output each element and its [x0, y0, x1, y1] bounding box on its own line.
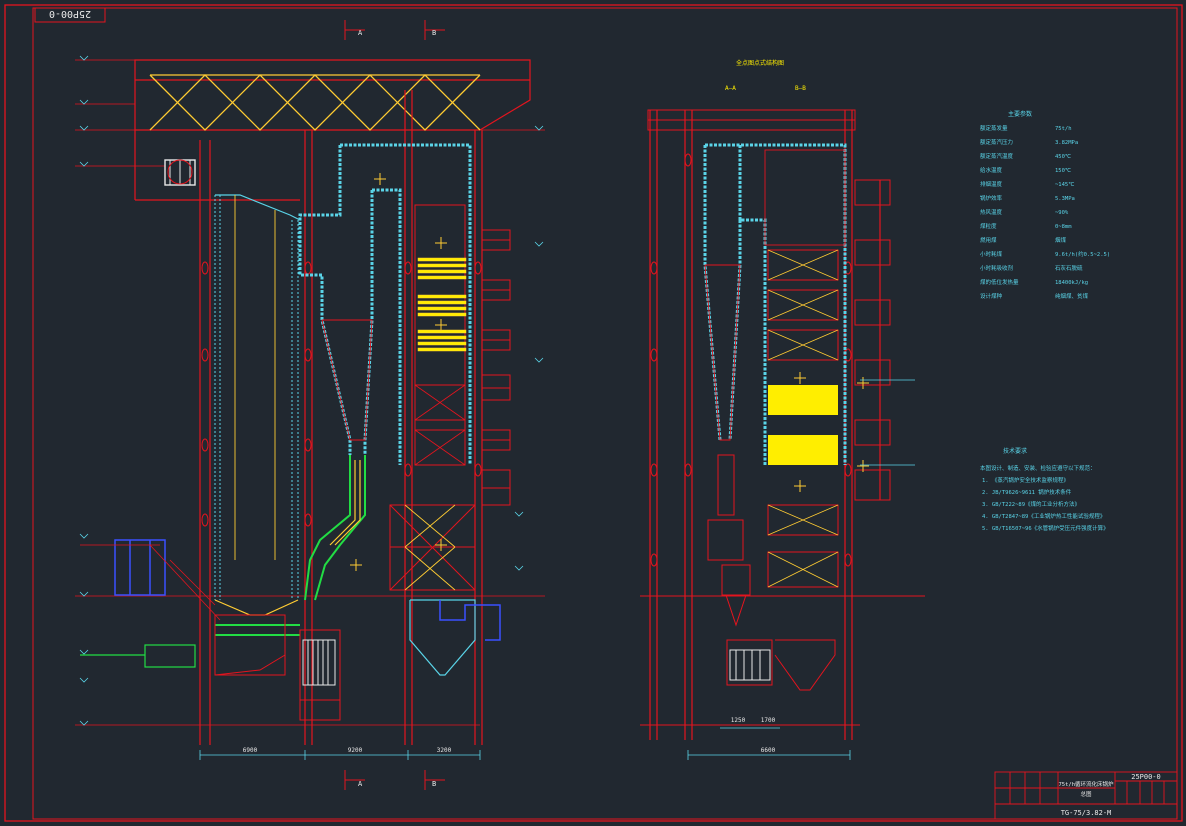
- dim-right-d2: 1700: [761, 717, 776, 724]
- right-view-title: 全点图点式结构图: [736, 59, 784, 67]
- note-item: 5. GB/T16507~96《水管锅炉受压元件强度计算》: [982, 524, 1109, 532]
- left-elevation-view: 6900 9200 3200 A B A B: [75, 20, 545, 790]
- param-label: 煤的低位发热量: [980, 278, 1019, 286]
- section-mark-b-bottom: B: [432, 780, 436, 788]
- section-mark-a-top: A: [358, 29, 363, 37]
- title-block-number: 25P00-0: [1131, 773, 1161, 781]
- param-label: 给水温度: [980, 166, 1003, 174]
- param-label: 燃用煤: [980, 236, 997, 244]
- right-view-label-b: B—B: [795, 85, 806, 92]
- param-value: 3.82MPa: [1055, 140, 1078, 146]
- param-label: 额定蒸汽压力: [980, 138, 1013, 146]
- param-value: 9.6t/h(约0.5~2.5): [1055, 250, 1110, 258]
- param-value: 150℃: [1055, 168, 1072, 174]
- economizer-block-upper: [768, 385, 838, 415]
- tech-params-block: 主要参数 额定蒸发量 75t/h 额定蒸汽压力 3.82MPa 额定蒸汽温度 450℃ 给水…: [980, 110, 1110, 300]
- drawing-number-box: [34, 7, 106, 23]
- param-value: 纯烟煤、贫煤: [1055, 292, 1089, 300]
- param-value: 石灰石脱硫: [1055, 264, 1083, 272]
- tech-params-title: 主要参数: [1008, 110, 1032, 118]
- param-value: 75t/h: [1055, 126, 1072, 132]
- section-mark-b-top: B: [432, 29, 436, 37]
- outer-frame: [4, 4, 1183, 822]
- note-item: 3. GB/T222~89《煤的工业分析方法》: [982, 500, 1080, 508]
- param-value: 0~8mm: [1055, 224, 1072, 230]
- note-item: 1. 《蒸汽锅炉安全技术监察规程》: [982, 476, 1069, 484]
- notes-block: 技术要求 本图设计、制造、安装、检验应遵守以下规范： 1. 《蒸汽锅炉安全技术监…: [980, 447, 1109, 532]
- param-label: 额定蒸发量: [980, 124, 1008, 132]
- notes-intro: 本图设计、制造、安装、检验应遵守以下规范：: [980, 464, 1096, 472]
- param-label: 热风温度: [980, 208, 1003, 216]
- param-label: 煤粒度: [980, 222, 997, 230]
- param-value: 18400kJ/kg: [1055, 280, 1088, 286]
- param-label: 小时耗煤: [980, 250, 1003, 258]
- note-item: 4. GB/T2847~89《工业锅炉热工性能试验规程》: [982, 512, 1105, 520]
- dim-left: 6900: [243, 747, 258, 754]
- param-value: ~90%: [1055, 210, 1069, 216]
- param-label: 小时耗吸收剂: [980, 264, 1014, 272]
- steam-drum: [164, 159, 196, 186]
- title-block-drawing-title: 75t/h循环流化床锅炉: [1058, 780, 1114, 788]
- title-block-drawing-subtitle: 总图: [1080, 790, 1092, 798]
- note-item: 2. JB/T9626~9611 锅炉技术条件: [982, 488, 1072, 496]
- superheater-coils: [417, 257, 467, 352]
- param-value: 5.3MPa: [1055, 196, 1075, 202]
- dim-right: 3200: [437, 747, 452, 754]
- param-label: 锅炉效率: [980, 194, 1003, 202]
- economizer-block-lower: [768, 435, 838, 465]
- dim-mid: 9200: [348, 747, 363, 754]
- param-value: ~145℃: [1055, 182, 1075, 188]
- dim-right-d1: 1250: [731, 717, 746, 724]
- right-view-label-a: A—A: [725, 85, 736, 92]
- dim-right-width: 6600: [761, 747, 776, 754]
- param-label: 额定蒸汽温度: [980, 152, 1014, 160]
- param-label: 排烟温度: [980, 180, 1003, 188]
- title-block-code: TG-75/3.82-M: [1061, 809, 1112, 817]
- section-mark-a-bottom: A: [358, 780, 363, 788]
- param-value: 450℃: [1055, 154, 1072, 160]
- param-value: 烟煤: [1055, 236, 1067, 244]
- inner-frame: [32, 7, 1178, 820]
- param-label: 设计煤种: [980, 292, 1003, 300]
- notes-title: 技术要求: [1003, 447, 1027, 455]
- drawing-number-tag: 25P00-0: [49, 8, 91, 19]
- right-side-view: 全点图点式结构图 A—A B—B: [640, 59, 925, 760]
- title-block: [994, 771, 1178, 820]
